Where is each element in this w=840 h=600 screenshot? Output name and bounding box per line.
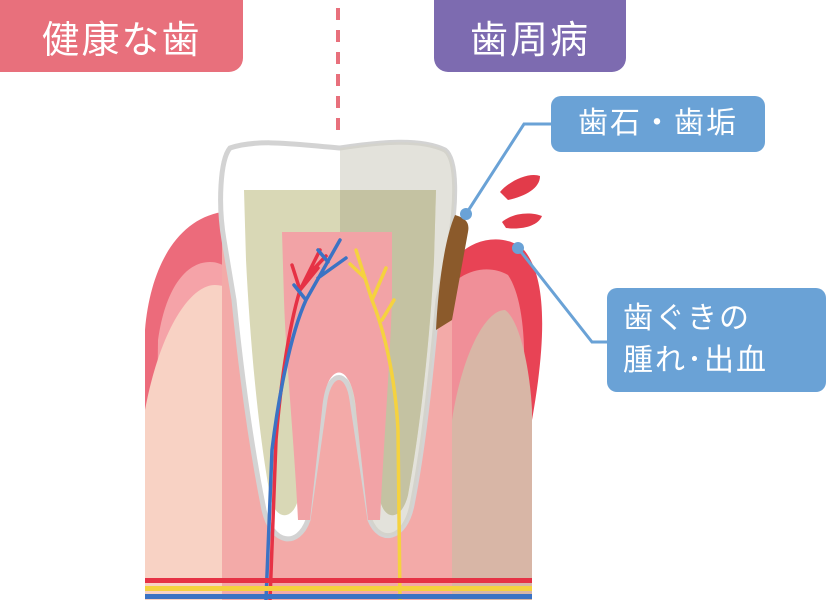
base-stripe-blue xyxy=(145,594,532,599)
periodontal-label: 歯周病 xyxy=(434,0,626,72)
bone-right xyxy=(452,310,532,600)
vein xyxy=(264,238,348,600)
artery xyxy=(268,248,328,600)
leader-tartar-dot xyxy=(460,208,472,220)
base-stripe-yellow xyxy=(145,586,532,591)
leader-gum xyxy=(516,247,610,344)
pulp xyxy=(282,232,392,520)
blood-drop-2 xyxy=(502,213,542,229)
tartar-callout: 歯石・歯垢 xyxy=(551,96,765,152)
healthy-tooth-label: 健康な歯 xyxy=(0,0,243,72)
nerve xyxy=(348,248,402,600)
gum-callout: 歯ぐきの 腫れ･出血 xyxy=(607,288,826,392)
base-stripe-red xyxy=(145,578,532,583)
tartar xyxy=(436,215,469,330)
gum-callout-line2: 腫れ･出血 xyxy=(623,343,768,378)
blood-drop-1 xyxy=(500,174,540,200)
leader-gum-dot xyxy=(512,242,524,254)
gum-callout-line1: 歯ぐきの xyxy=(623,301,751,336)
leader-tartar xyxy=(464,122,552,215)
